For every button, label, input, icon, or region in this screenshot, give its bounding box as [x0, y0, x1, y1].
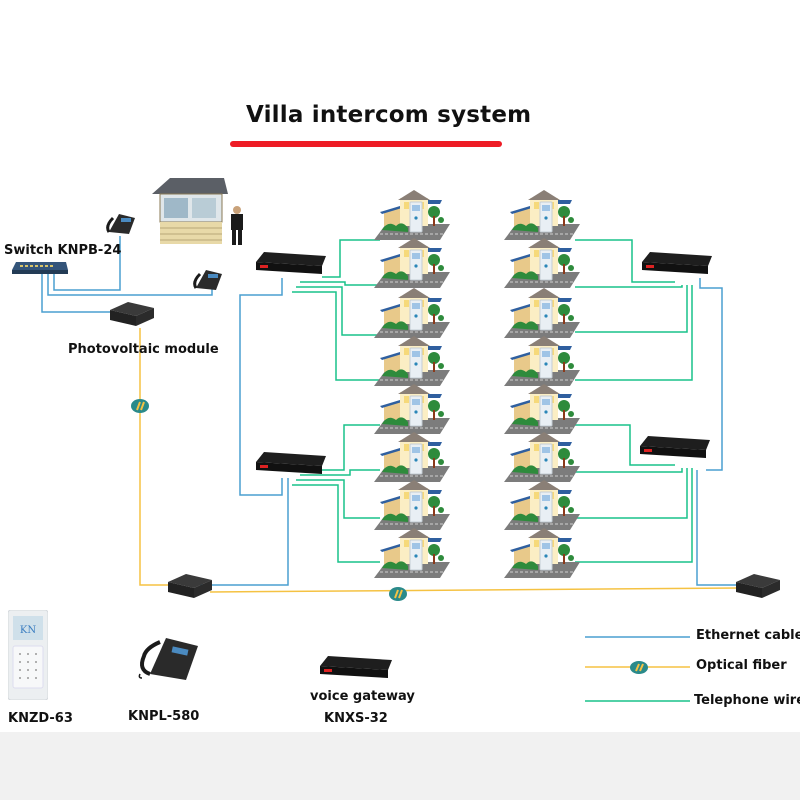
voice-gateway-icon: [256, 452, 326, 474]
ethernet-gw-right-bottom-to-converter: [696, 470, 740, 586]
villa-house-icon: [504, 336, 584, 390]
title-underline: [230, 141, 502, 147]
guard-booth-icon: [152, 178, 228, 244]
product-knzd-63-label: KNZD-63: [8, 711, 73, 726]
ethernet-switch-phone2: [47, 272, 213, 296]
ip-phone-product-icon: [138, 638, 198, 680]
voice-gateway-product-icon: [320, 656, 392, 678]
product-knpl-580-label: KNPL-580: [128, 709, 200, 724]
villa-house-icon: [504, 190, 584, 244]
page-title: Villa intercom system: [246, 102, 532, 128]
villa-house-icon: [374, 384, 454, 438]
legend-telephone-label: Telephone wire: [694, 693, 800, 708]
villa-house-icon: [374, 238, 454, 292]
optical-converter-icon: [736, 574, 780, 598]
photovoltaic-label: Photovoltaic module: [68, 342, 219, 357]
villa-house-icon: [504, 238, 584, 292]
ethernet-switch-phone1: [53, 236, 121, 291]
ethernet-gw-left-bottom-to-converter: [200, 478, 289, 586]
voice-gateway-icon: [256, 252, 326, 274]
ip-phone-icon: [106, 214, 135, 234]
legend-fiber-connector-icon: [630, 661, 648, 674]
villa-house-icon: [374, 336, 454, 390]
villa-house-icon: [504, 384, 584, 438]
ethernet-gw-right: [699, 278, 723, 471]
network-switch-icon: [12, 262, 68, 274]
villa-house-icon: [504, 288, 584, 342]
ethernet-cables: [41, 236, 740, 586]
optical-converter-icon: [168, 574, 212, 598]
telephone-wires: [292, 239, 693, 702]
security-guard-icon: [231, 206, 243, 245]
ip-phone-icon: [193, 270, 222, 290]
villa-house-icon: [374, 528, 454, 582]
product-knxs-32-label: KNXS-32: [324, 711, 388, 726]
photovoltaic-module-icon: [110, 302, 154, 326]
villa-house-icon: [374, 432, 454, 486]
footer-band: [0, 732, 800, 800]
ethernet-switch-pv: [41, 272, 112, 313]
fiber-connector-icon: [131, 399, 149, 413]
legend-optical-label: Optical fiber: [696, 658, 787, 673]
voice-gateway-icon: [640, 436, 710, 458]
ethernet-gw-left-top: [239, 278, 283, 496]
villa-house-icon: [504, 528, 584, 582]
legend-ethernet-label: Ethernet cable: [696, 628, 800, 643]
villa-house-icon: [374, 190, 454, 244]
villa-house-icon: [504, 432, 584, 486]
product-knxs-32-caption: voice gateway: [310, 689, 415, 704]
switch-label: Switch KNPB-24: [4, 243, 122, 258]
villa-house-icon: [504, 480, 584, 534]
svg-text:KN: KN: [20, 625, 36, 636]
villa-house-icon: [374, 288, 454, 342]
door-intercom-panel-icon: KN: [8, 610, 48, 700]
voice-gateway-icon: [642, 252, 712, 274]
fiber-connector-icon: [389, 587, 407, 601]
villa-house-icon: [374, 480, 454, 534]
